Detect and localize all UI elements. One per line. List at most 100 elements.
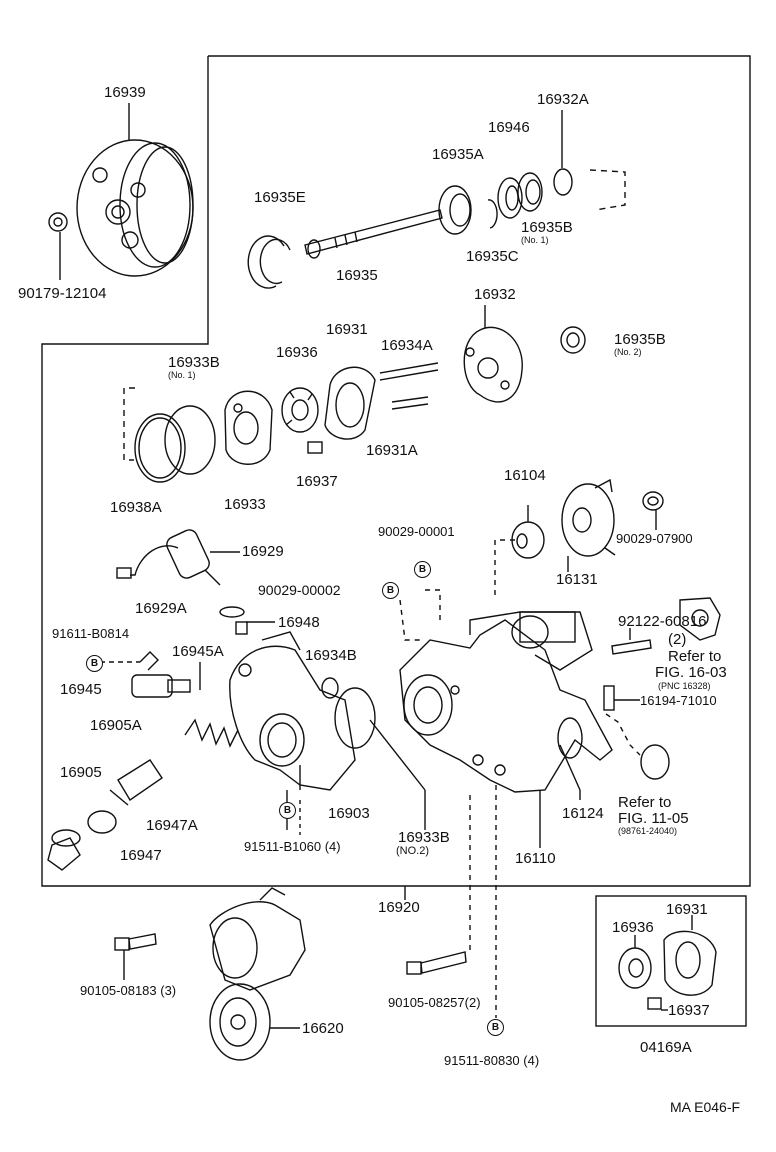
kit-rotor-16936	[618, 947, 652, 989]
reference-mark-b: B	[487, 1019, 504, 1036]
bolt-90105-08183	[114, 933, 157, 951]
label-16947A: 16947A	[146, 817, 198, 834]
tensioner-16620	[209, 887, 306, 1061]
label-16945A: 16945A	[172, 643, 224, 660]
label-kit-16936: 16936	[612, 919, 654, 936]
cam-ring-16931	[324, 366, 376, 440]
oring-98761	[640, 744, 670, 780]
label-fig-11-05: FIG. 11-05	[618, 810, 689, 827]
reference-mark-b: B	[86, 655, 103, 672]
stud-92122	[611, 639, 652, 655]
gasket-pnc16328	[679, 597, 721, 641]
label-16931A: 16931A	[366, 442, 418, 459]
reference-mark-b: B	[414, 561, 431, 578]
label-pnc-16328: (PNC 16328)	[658, 681, 711, 691]
impeller-16131	[561, 478, 616, 557]
label-90029-00001: 90029-00001	[378, 524, 455, 539]
oring-16929A	[219, 606, 245, 618]
kit-inset-box	[595, 895, 747, 1027]
oring-16933B-no1	[164, 405, 216, 475]
label-16905A: 16905A	[90, 717, 142, 734]
label-16104: 16104	[504, 467, 546, 484]
label-90029-00002: 90029-00002	[258, 582, 341, 598]
part-16948	[235, 621, 248, 635]
assembly-boundary	[41, 55, 751, 887]
label-92122-60816: 92122-60816	[618, 613, 707, 630]
label-16620: 16620	[302, 1020, 344, 1037]
kit-cam-ring-16931	[663, 930, 717, 996]
label-16935B-no1: 16935B	[521, 219, 573, 236]
reference-mark-b: B	[279, 802, 296, 819]
label-90179-12104: 90179-12104	[18, 285, 107, 302]
label-16947: 16947	[120, 847, 162, 864]
label-16905: 16905	[60, 764, 102, 781]
bushing-16104	[511, 521, 545, 559]
label-fig-16-03: FIG. 16-03	[655, 664, 727, 681]
label-91511-80830: 91511-80830 (4)	[444, 1053, 540, 1068]
housing-16903	[229, 631, 356, 791]
label-16935A: 16935A	[432, 146, 484, 163]
label-16124: 16124	[562, 805, 604, 822]
label-90029-07900: 90029-07900	[616, 531, 693, 546]
label-no2-b: (NO.2)	[396, 845, 429, 857]
label-90105-08257: 90105-08257(2)	[388, 995, 481, 1010]
label-qty-2: (2)	[668, 631, 687, 648]
plate-16932	[463, 326, 523, 403]
bolt-90105-08257	[406, 951, 467, 975]
label-16937: 16937	[296, 473, 338, 490]
label-16933: 16933	[224, 496, 266, 513]
cap-90029-07900	[642, 491, 664, 511]
label-16194-71010: 16194-71010	[640, 693, 717, 708]
label-16936: 16936	[276, 344, 318, 361]
kit-vane-16937	[647, 997, 662, 1010]
label-16946: 16946	[488, 119, 530, 136]
pulley-16939	[76, 139, 194, 277]
label-16945: 16945	[60, 681, 102, 698]
shaft-16935	[304, 209, 443, 259]
drawing-code: MA E046-F	[670, 1099, 741, 1115]
pump-body-16110	[399, 611, 613, 793]
label-16920: 16920	[378, 899, 420, 916]
label-refer-to-1: Refer to	[668, 648, 722, 665]
label-kit-16931: 16931	[666, 901, 708, 918]
bearing-16935B-no2	[560, 326, 586, 354]
reference-mark-b: B	[382, 582, 399, 599]
oring-16938A	[134, 413, 186, 483]
rotor-16936	[281, 387, 319, 433]
label-16110: 16110	[515, 850, 556, 867]
label-04169A: 04169A	[640, 1039, 692, 1056]
label-16131: 16131	[556, 571, 598, 588]
label-16932: 16932	[474, 286, 516, 303]
label-91511-B1060: 91511-B1060 (4)	[244, 839, 341, 854]
label-16938A: 16938A	[110, 499, 162, 516]
label-16932A: 16932A	[537, 91, 589, 108]
label-98761-24040: (98761-24040)	[618, 826, 678, 836]
bearing-16935B-no1	[517, 172, 543, 212]
nut-90179	[48, 212, 68, 232]
label-16929: 16929	[242, 543, 284, 560]
label-91611-B0814: 91611-B0814	[52, 626, 130, 641]
label-16935C: 16935C	[466, 248, 519, 265]
plug-16947	[47, 829, 81, 871]
oring-16947A	[87, 810, 117, 834]
label-16934A: 16934A	[381, 337, 433, 354]
label-no1-b: (No. 1)	[168, 370, 196, 380]
label-16903: 16903	[328, 805, 370, 822]
label-no2-a: (No. 2)	[614, 347, 642, 357]
ring-16932A	[553, 168, 573, 196]
label-16935: 16935	[336, 267, 378, 284]
ring-16935C	[487, 199, 498, 229]
sensor-16945	[131, 651, 191, 698]
label-90105-08183: 90105-08183 (3)	[80, 983, 177, 998]
label-no1-a: (No. 1)	[521, 235, 549, 245]
valve-16929	[116, 529, 221, 586]
stud-16194	[603, 685, 615, 711]
side-plate-16933	[224, 390, 273, 465]
bearing-16935A	[438, 185, 472, 235]
label-16934B: 16934B	[305, 647, 357, 664]
snap-ring-16935E	[247, 235, 291, 289]
label-16929A: 16929A	[135, 600, 187, 617]
label-16933B-no2: 16933B	[398, 829, 450, 846]
label-16935B-no2: 16935B	[614, 331, 666, 348]
